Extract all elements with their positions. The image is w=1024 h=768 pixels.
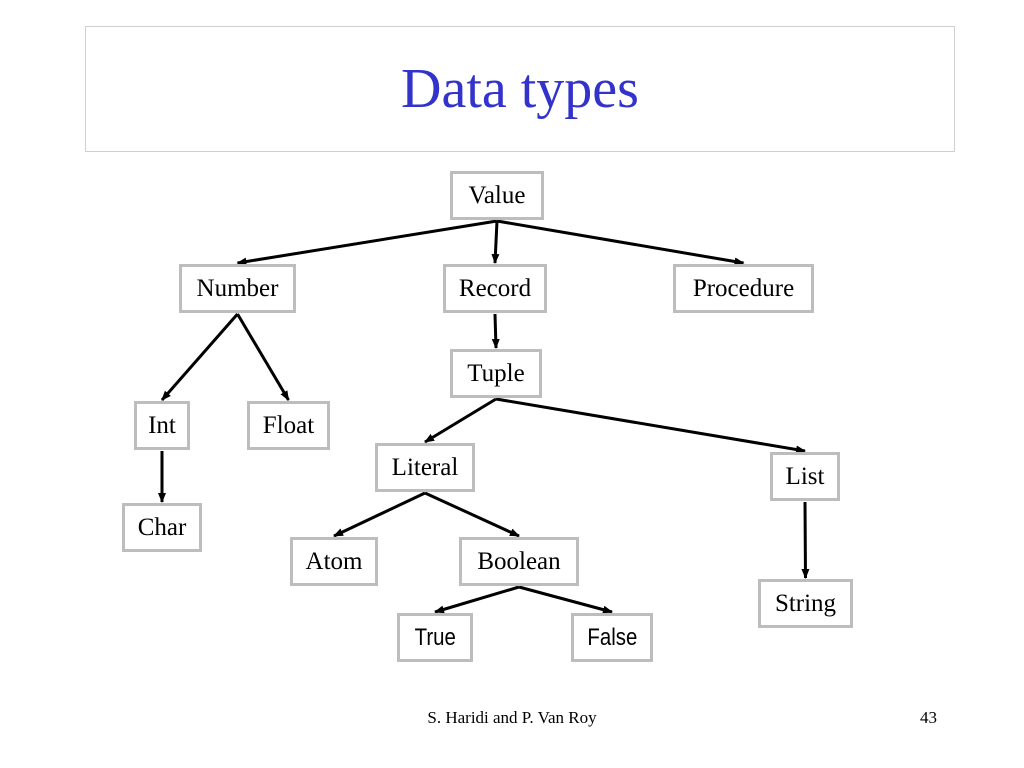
node-label: Tuple xyxy=(467,359,525,387)
node-procedure: Procedure xyxy=(673,264,814,313)
node-record: Record xyxy=(443,264,547,313)
node-number: Number xyxy=(179,264,296,313)
node-label: String xyxy=(774,589,837,617)
node-label: Literal xyxy=(391,453,459,481)
edge-value-procedure xyxy=(496,219,745,266)
node-list: List xyxy=(770,452,840,501)
edge-tuple-literal xyxy=(424,397,497,444)
node-label: Number xyxy=(196,274,279,302)
node-label: Procedure xyxy=(692,274,795,302)
node-label: Value xyxy=(468,181,526,209)
edge-literal-boolean xyxy=(424,491,520,538)
slide-title: Data types xyxy=(401,58,639,120)
edge-value-number xyxy=(236,219,498,266)
edge-boolean-true xyxy=(434,585,520,614)
node-true: True xyxy=(397,613,473,662)
edge-literal-atom xyxy=(333,491,426,538)
node-value: Value xyxy=(450,171,544,220)
node-atom: Atom xyxy=(290,537,378,586)
node-false: False xyxy=(571,613,653,662)
edge-value-record xyxy=(491,220,500,264)
edge-list-string xyxy=(801,501,810,579)
edge-number-int xyxy=(160,313,239,401)
title-box: Data types xyxy=(85,26,955,152)
edge-tuple-list xyxy=(495,397,806,454)
node-label: List xyxy=(785,462,825,490)
edge-record-tuple xyxy=(491,313,500,349)
node-string: String xyxy=(758,579,853,628)
node-label: Int xyxy=(148,411,176,439)
node-label: False xyxy=(587,623,637,651)
node-literal: Literal xyxy=(375,443,475,492)
page-number: 43 xyxy=(920,708,937,727)
node-label: Record xyxy=(458,274,532,302)
node-boolean: Boolean xyxy=(459,537,579,586)
node-label: Char xyxy=(137,513,187,541)
node-tuple: Tuple xyxy=(450,349,542,398)
edge-boolean-false xyxy=(518,585,613,614)
edge-number-float xyxy=(236,313,290,401)
node-label: True xyxy=(414,623,456,651)
node-char: Char xyxy=(122,503,202,552)
node-label: Atom xyxy=(305,547,363,575)
node-int: Int xyxy=(134,401,190,450)
node-label: Boolean xyxy=(477,547,561,575)
node-float: Float xyxy=(247,401,330,450)
footer-credit: S. Haridi and P. Van Roy xyxy=(427,708,597,727)
node-label: Float xyxy=(262,411,315,439)
